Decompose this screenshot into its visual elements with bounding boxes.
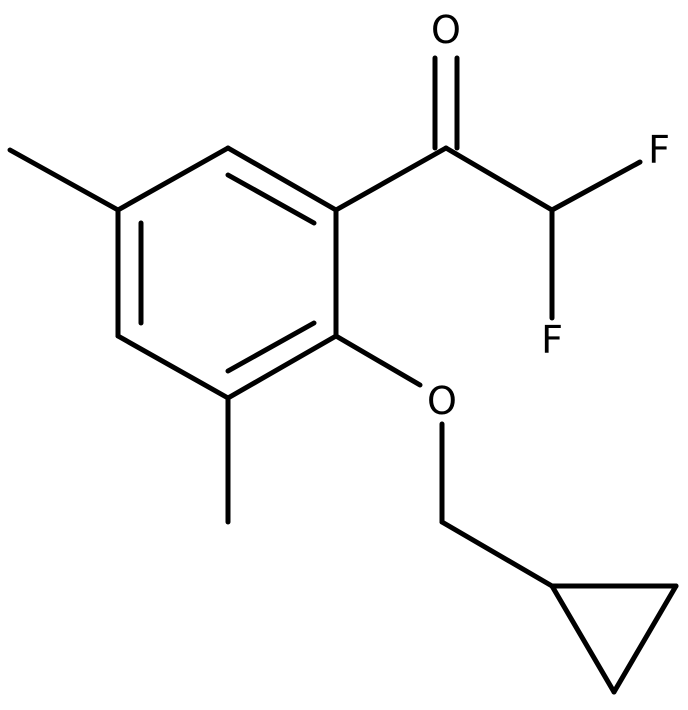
atom-label-fluorine-bottom: F <box>541 318 563 362</box>
cyclopropyl-ring <box>549 583 679 695</box>
bond-c-to-fluorine-top <box>549 159 643 213</box>
bond-ring-to-ether-oxygen <box>333 333 423 388</box>
atom-label-fluorine-top: F <box>648 128 670 172</box>
methyl-bond-upper-left <box>7 147 121 213</box>
atom-label-ether-oxygen: O <box>427 379 457 423</box>
atom-label-carbonyl-oxygen: O <box>431 8 461 52</box>
bond-carbonyl-to-chf2 <box>443 145 555 213</box>
ring-bond-c6-c1 <box>115 145 231 213</box>
benzene-ring <box>115 145 339 401</box>
ring-inner-double-bond-2 <box>225 320 317 374</box>
bond-ring-to-carbonyl <box>333 145 449 213</box>
bond-ch2-to-cyclopropyl <box>439 519 555 589</box>
ring-inner-double-bond-1 <box>225 172 317 226</box>
cyclopropyl-bond-3 <box>549 583 617 695</box>
cyclopropyl-bond-2 <box>611 583 679 695</box>
ring-bond-c1-c2 <box>225 145 339 213</box>
ring-bond-c4-c5 <box>115 333 231 401</box>
ring-bond-c3-c4 <box>225 333 339 401</box>
